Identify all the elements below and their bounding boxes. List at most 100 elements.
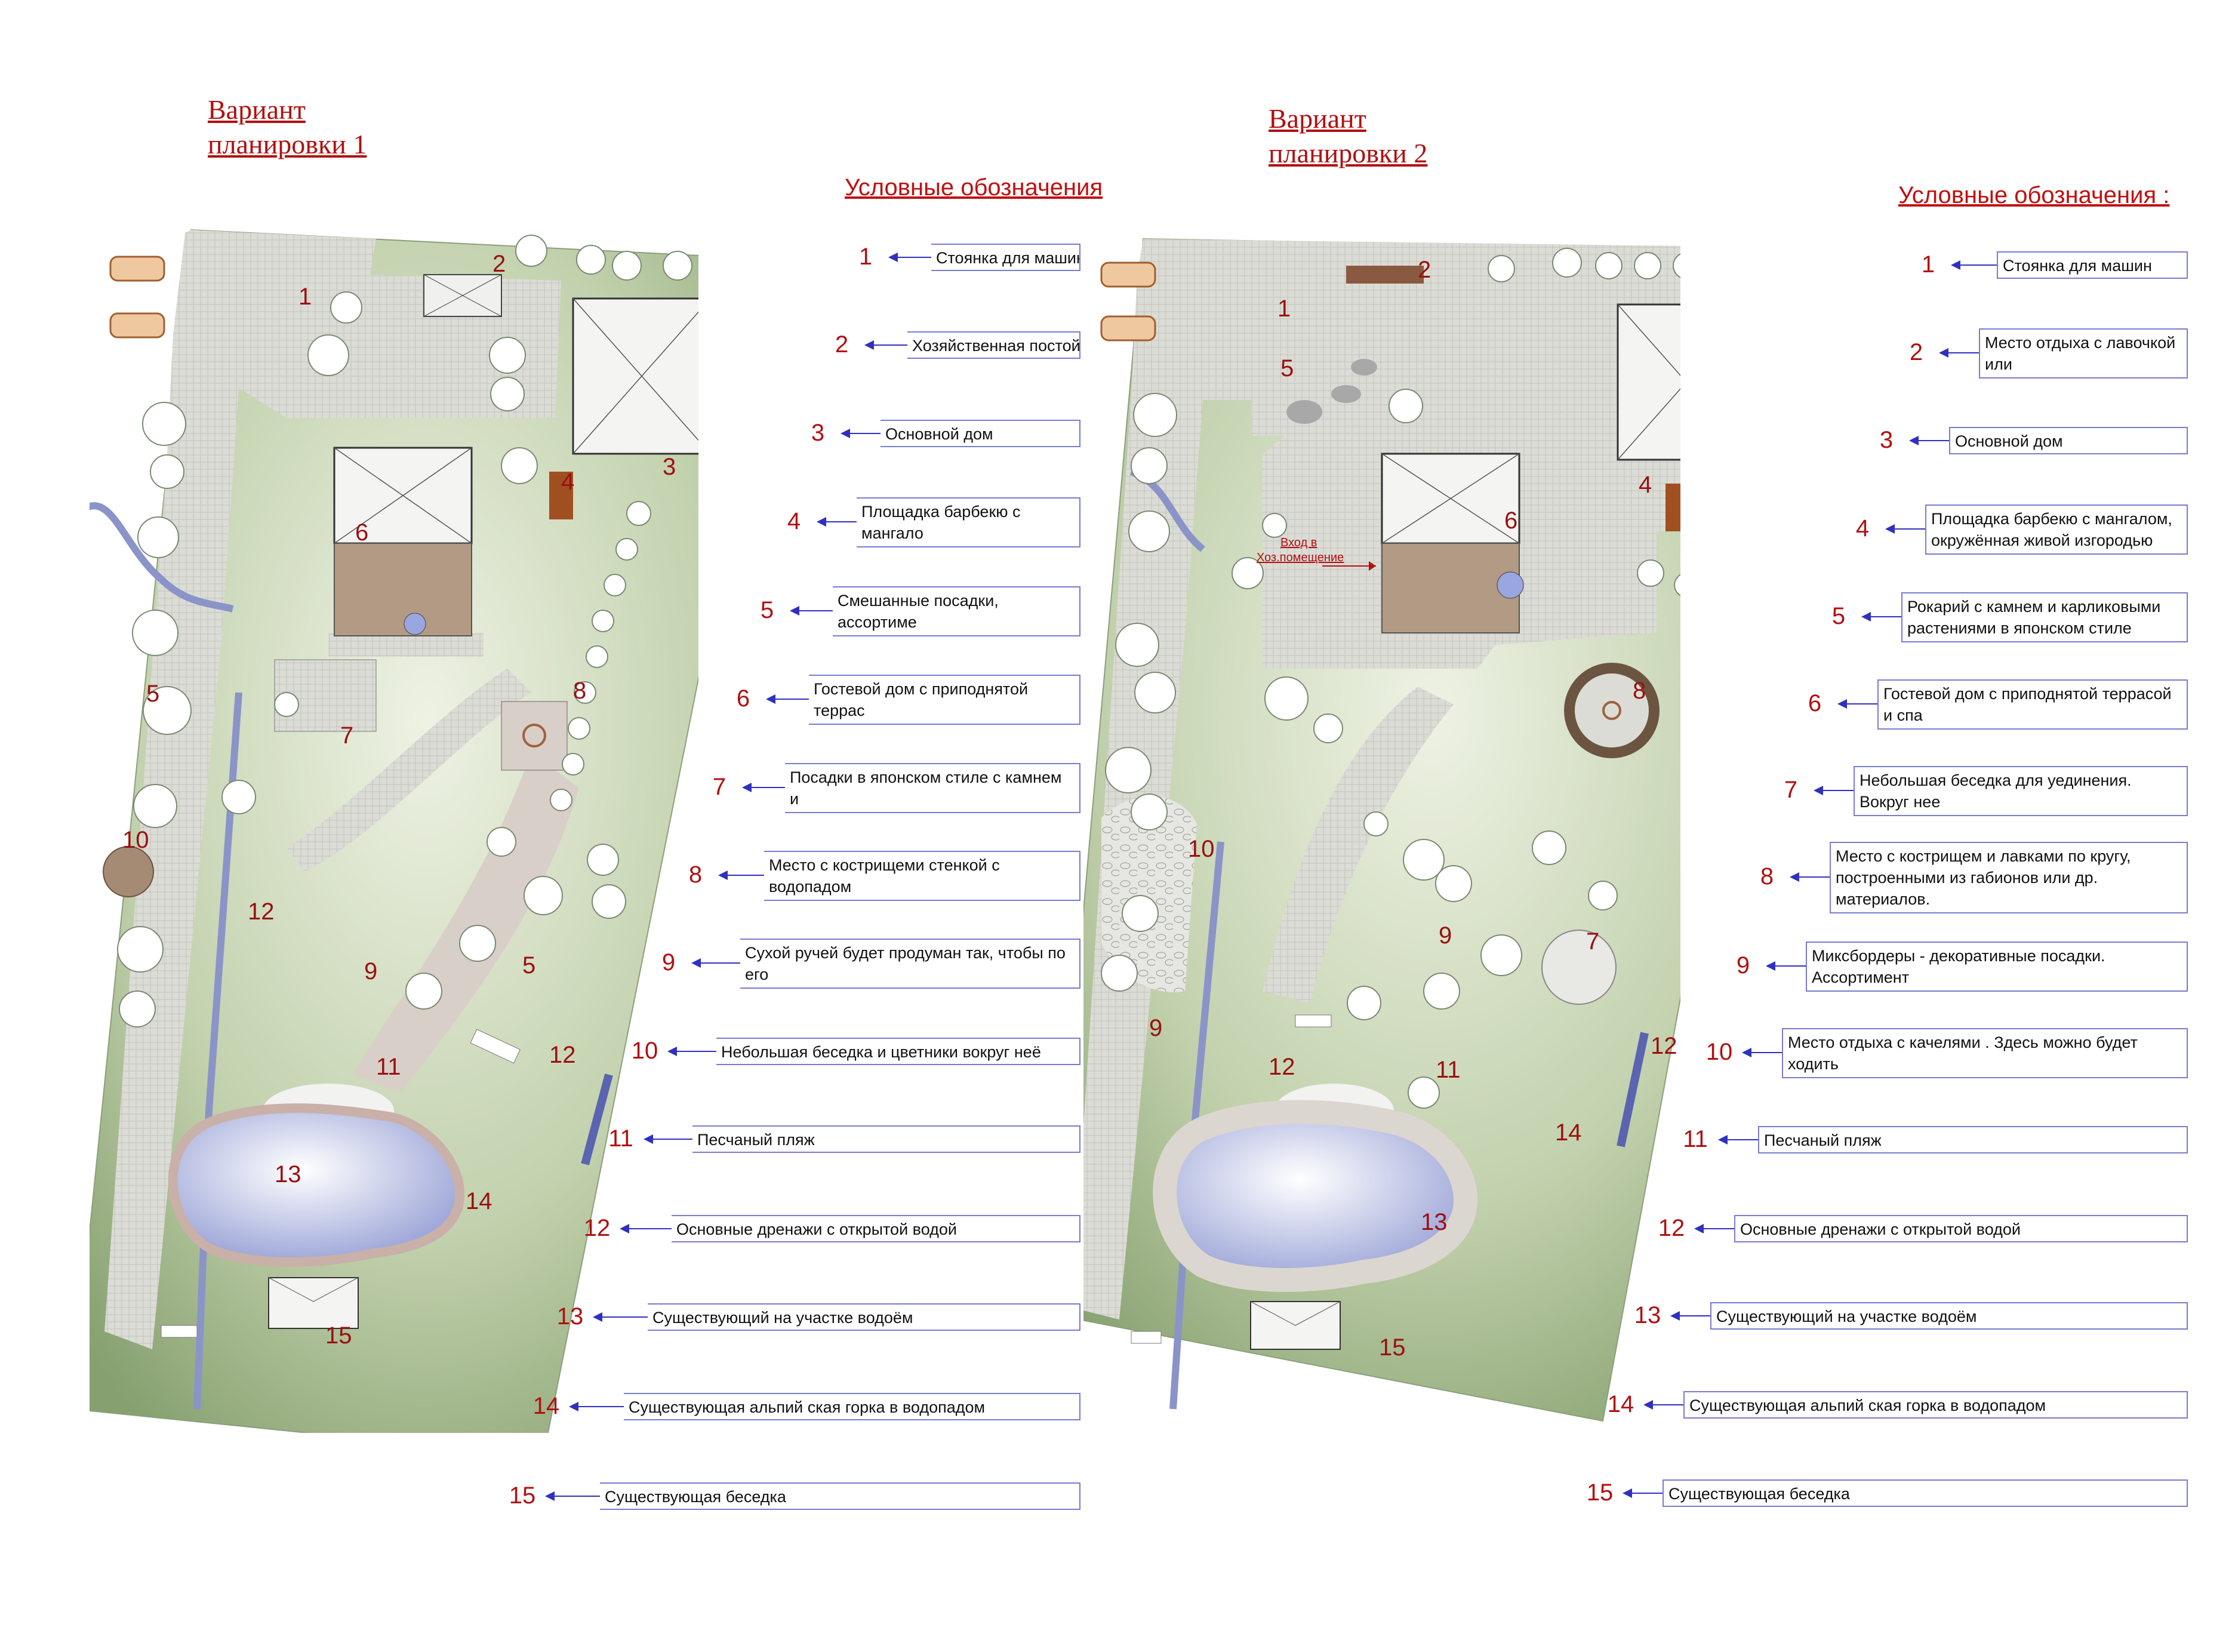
- legend-number: 11: [1683, 1126, 1708, 1152]
- legend-text: Существующая беседка: [1663, 1479, 2188, 1507]
- swing-area: [1101, 796, 1197, 992]
- guest-terrace: [1381, 543, 1520, 633]
- bench: [1346, 266, 1424, 284]
- legend-number: 14: [532, 1393, 560, 1419]
- legend-number: 12: [1658, 1215, 1685, 1241]
- arrow-left-icon: [1694, 1224, 1734, 1233]
- legend-text: Место с кострищеми стенкой с водопадом(п…: [764, 851, 1080, 901]
- plan-label: 5: [522, 952, 535, 979]
- legend-text: Существующая альпий ская горка в водопад…: [624, 1393, 1080, 1420]
- plan-label: 15: [325, 1322, 352, 1349]
- legend-text: Гостевой дом с приподнятой терраскомплек…: [809, 675, 1080, 725]
- arrow-left-icon: [1718, 1135, 1758, 1145]
- plan-label: 1: [1277, 296, 1291, 322]
- bbq-area: [1665, 484, 1680, 531]
- arrow-left-icon: [644, 1134, 692, 1144]
- plan-label: 3: [663, 454, 676, 480]
- plan-label: 14: [466, 1188, 492, 1214]
- plan-label: 6: [355, 519, 368, 546]
- legend-text: Основные дренажи с открытой водой: [672, 1215, 1080, 1242]
- car: [109, 256, 165, 282]
- legend-number: 13: [1634, 1302, 1661, 1328]
- arrow-left-icon: [1790, 872, 1830, 882]
- site-plan-drawing: 1 2 3 4 5 6 7 8 9 10 11 12 13 14 15 5 12: [90, 229, 698, 1433]
- plan-label: 12: [549, 1042, 576, 1068]
- legend-number: 6: [1808, 690, 1822, 716]
- arrow-left-icon: [1885, 524, 1925, 534]
- legend-text: Небольшая беседка для уединения. Вокруг …: [1854, 766, 2188, 816]
- legend-number: 13: [556, 1303, 584, 1330]
- legend-number: 6: [736, 685, 750, 712]
- drainage: [90, 502, 234, 613]
- plan-label: 9: [1149, 1015, 1162, 1041]
- legend-number: 3: [1879, 427, 1894, 453]
- plan-note: Вход в: [1280, 536, 1317, 549]
- plan-label: 4: [561, 469, 574, 495]
- arrow-left-icon: [1742, 1048, 1782, 1057]
- arrow-left-icon: [1909, 436, 1949, 445]
- main-house: [1617, 303, 1680, 461]
- legend-number: 7: [712, 774, 726, 800]
- legend-number: 2: [1909, 339, 1923, 365]
- legend-number: 8: [688, 862, 703, 888]
- legend-number: 1: [1921, 251, 1935, 278]
- legend-number: 1: [858, 244, 873, 270]
- legend-text: Основной дом: [1949, 427, 2188, 454]
- legend: 1 Стоянка для машин 2 Хозяйственная пост…: [509, 244, 1080, 1510]
- legend-text: Песчаный пляж: [1758, 1126, 2188, 1153]
- legend-number: 5: [1831, 603, 1846, 629]
- main-path: [104, 230, 561, 1349]
- arrow-left-icon: [888, 253, 931, 262]
- arrow-left-icon: [864, 340, 907, 350]
- variant-title: Вариант планировки 2: [1269, 101, 1427, 171]
- site-plan-drawing: 1 2 3 4 5 6 7 8 9 10 11 12 13 14 15 9 12…: [1083, 238, 1680, 1422]
- pond: [1153, 1100, 1478, 1292]
- variant-title-line2: планировки 1: [208, 129, 367, 159]
- trees: [117, 235, 692, 1027]
- plan-label: 15: [1379, 1334, 1406, 1361]
- plan-label: 14: [1555, 1119, 1582, 1146]
- arrow-left-icon: [1670, 1311, 1710, 1321]
- arrow-left-icon: [1766, 961, 1806, 971]
- arrow-left-icon: [545, 1491, 600, 1501]
- legend-text: Стоянка для машин: [931, 244, 1080, 271]
- plan-label: 13: [1421, 1209, 1448, 1235]
- legend-text: Основные дренажи с открытой водой: [1734, 1215, 2188, 1242]
- legend-number: 2: [835, 331, 849, 358]
- arrow-left-icon: [718, 870, 764, 880]
- legend-text: Площадка барбекю с мангалоокружённая жив…: [857, 497, 1080, 547]
- arrow-left-icon: [1837, 699, 1877, 709]
- arrow-left-icon: [569, 1402, 624, 1411]
- arrow-left-icon: [667, 1047, 716, 1056]
- variant-title-line2: планировки 2: [1269, 138, 1428, 168]
- legend-text: Песчаный пляж: [692, 1125, 1080, 1153]
- legend-text: Гостевой дом с приподнятой террасой и сп…: [1877, 679, 2188, 730]
- arrow-left-icon: [620, 1224, 672, 1233]
- legend-text: Смешанные посадки, ассортимеобсуждается …: [833, 586, 1080, 636]
- car: [109, 312, 165, 339]
- plan-label: 6: [1504, 507, 1517, 534]
- legend-number: 5: [760, 597, 774, 623]
- arrow-left-icon: [1939, 348, 1979, 358]
- legend-text: Сухой ручей будет продуман так, чтобы по…: [740, 939, 1080, 989]
- plan-label: 7: [340, 722, 353, 749]
- legend-text: Место с кострищем и лавками по кругу,пос…: [1830, 842, 2188, 913]
- variant-title: Вариант планировки 1: [208, 93, 367, 162]
- plan-label: 10: [1188, 836, 1215, 862]
- plan-label: 11: [1436, 1057, 1461, 1083]
- arrow-left-icon: [766, 694, 809, 704]
- legend-number: 10: [631, 1038, 658, 1064]
- plan-label: 2: [1418, 257, 1431, 283]
- legend-number: 14: [1607, 1391, 1634, 1417]
- legend-number: 8: [1760, 863, 1774, 890]
- legend-number: 15: [1586, 1479, 1614, 1506]
- plan-label: 12: [1269, 1054, 1295, 1080]
- legend-text: Хозяйственная постойк: [907, 331, 1080, 359]
- bbq-area: [549, 472, 573, 519]
- gazebo: [103, 846, 154, 897]
- legend-text: Существующая беседка: [600, 1482, 1080, 1510]
- plan-label: 8: [573, 678, 586, 704]
- layout-variant-2: Вариант планировки 2 Условные обозначени…: [1083, 0, 2199, 1652]
- legend-text: Место отдыха с качелями . Здесь можно бу…: [1782, 1028, 2188, 1078]
